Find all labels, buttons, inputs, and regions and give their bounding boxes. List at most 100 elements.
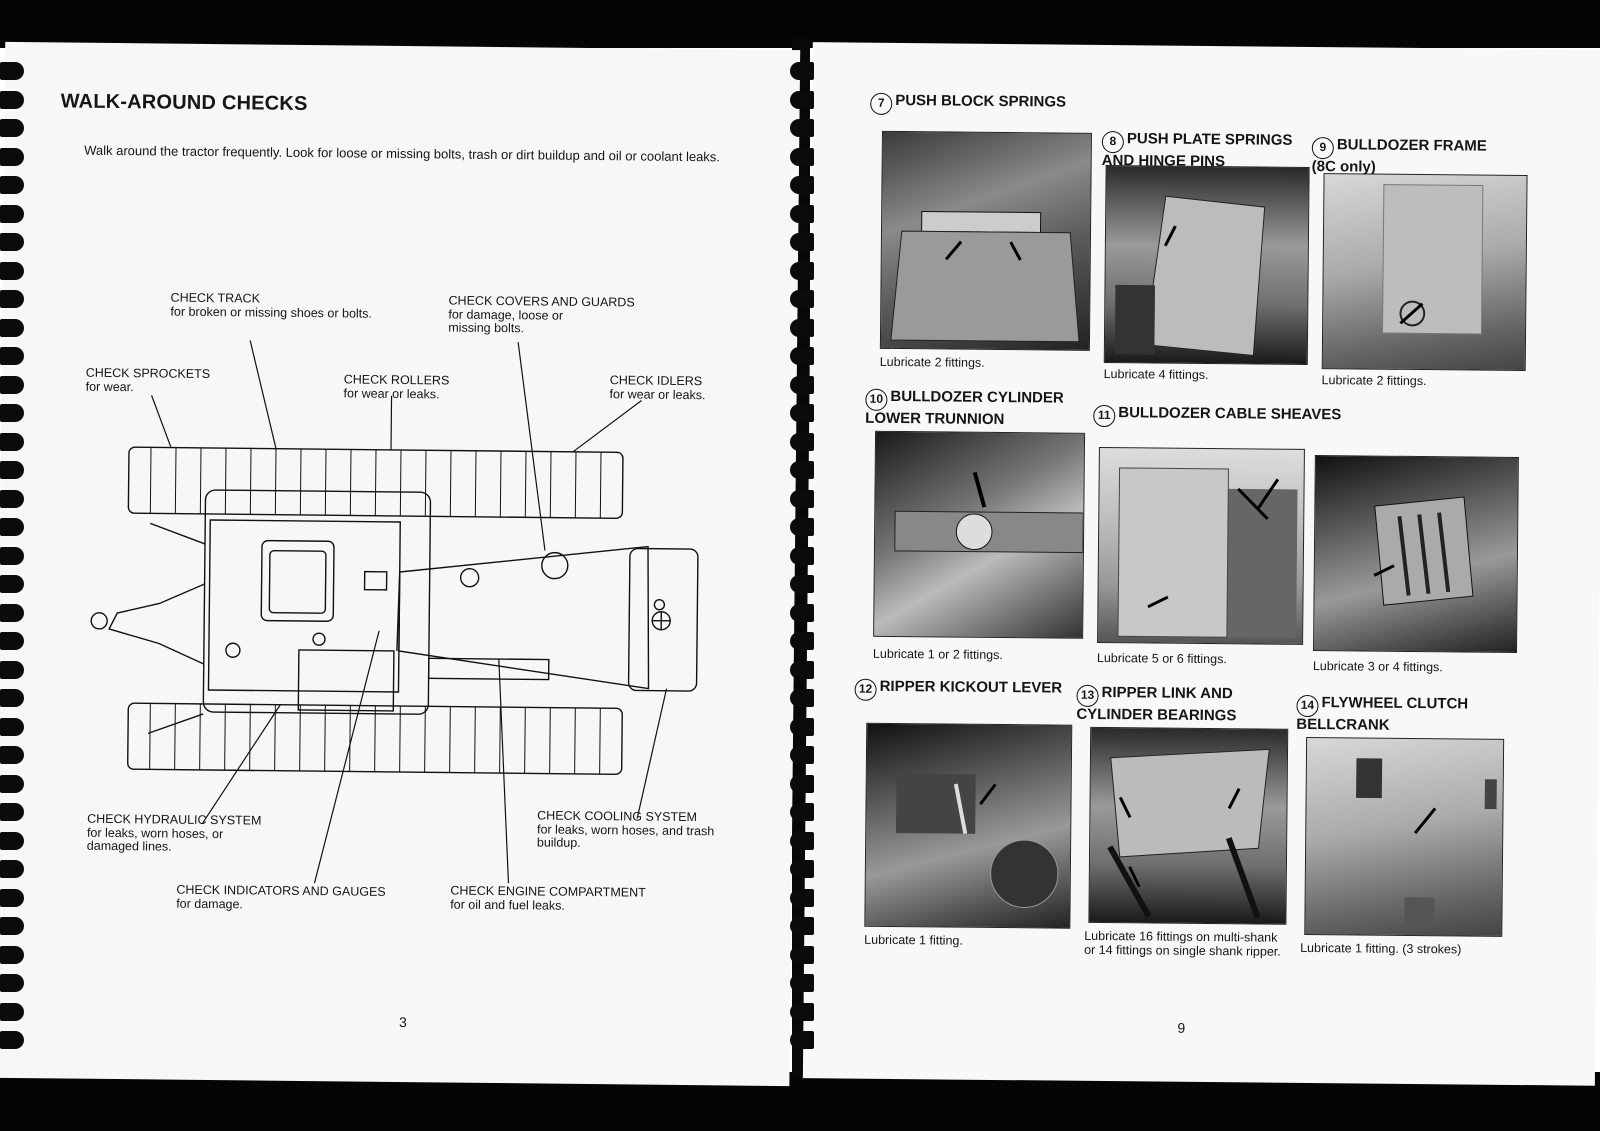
spiral-ring [0,461,24,479]
spiral-ring [0,375,24,394]
item-13-caption: Lubricate 16 fittings on multi-shank or … [1084,928,1281,959]
callout-check-idlers: CHECK IDLERS for wear or leaks. [609,373,706,402]
arrow-icon [1114,195,1266,357]
item-number-badge: 13 [1076,684,1099,707]
arrow-icon [894,471,1084,554]
callout-check-track: CHECK TRACK for broken or missing shoes … [170,291,375,321]
photo-bulldozer-frame [1321,173,1528,372]
spiral-ring [0,147,24,166]
spiral-ring [0,176,24,194]
callout-description: for wear or leaks. [343,385,440,401]
photo-ripper-link-bearings [1088,726,1289,925]
spiral-ring [0,603,24,622]
callout-check-hydraulic-system: CHECK HYDRAULIC SYSTEM for leaks, worn h… [87,812,262,855]
spiral-ring [790,290,814,308]
spiral-ring [0,860,24,878]
item-14-caption: Lubricate 1 fitting. (3 strokes) [1300,940,1462,957]
spiral-ring [790,945,814,964]
photo-push-block-springs [879,130,1092,351]
item-12-caption: Lubricate 1 fitting. [864,932,963,948]
spiral-ring [0,233,24,251]
spiral-ring [790,575,814,593]
spiral-ring [0,689,24,707]
page-number: 9 [1177,1019,1186,1036]
spiral-ring [790,404,814,422]
left-page: WALK-AROUND CHECKS Walk around the tract… [0,41,801,1087]
spiral-ring [0,1002,24,1021]
spiral-ring [790,375,814,394]
spiral-ring [790,489,814,508]
callout-check-engine-compartment: CHECK ENGINE COMPARTMENT for oil and fue… [450,884,646,914]
item-number-badge: 8 [1101,130,1124,154]
item-extra-caption: Lubricate 3 or 4 fittings. [1312,659,1443,675]
item-title: PUSH PLATE SPRINGS AND HINGE PINS [1101,130,1293,171]
spiral-ring [790,774,814,793]
callout-check-sprockets: CHECK SPROCKETS for wear. [85,366,211,395]
spiral-ring [790,90,814,109]
spiral-ring [0,974,24,992]
spiral-ring [0,917,24,935]
spiral-ring [790,432,814,451]
callout-description: for wear. [85,379,134,394]
spiral-ring [790,831,814,850]
spiral-ring [0,774,24,793]
spiral-ring [0,119,24,137]
spiral-ring [790,461,814,479]
spiral-ring [790,147,814,166]
spiral-ring [0,432,24,451]
spiral-ring [790,1031,814,1049]
callout-description: for wear or leaks. [609,386,706,402]
photo-cable-sheaves-detail [1312,455,1519,653]
spiral-ring [0,746,24,764]
spiral-binding-right [790,62,816,1072]
spiral-ring [0,632,24,650]
photo-flywheel-clutch-bellcrank [1304,736,1505,937]
spiral-ring [790,974,814,992]
photo-ripper-kickout-lever [864,722,1073,929]
photo-bulldozer-cable-sheaves [1097,446,1305,645]
spiral-ring [790,689,814,707]
arrow-icon [1107,748,1270,919]
spiral-ring [790,318,814,337]
item-number-badge: 12 [854,678,877,701]
item-7-caption: Lubricate 2 fittings. [879,354,985,370]
callout-description: for leaks, worn hoses, and trash buildup… [536,821,715,850]
spiral-ring [790,717,814,736]
arrow-icon [1117,467,1298,638]
spiral-ring [0,945,24,964]
callout-description: for damage, loose or missing bolts. [448,306,564,336]
spiral-ring [0,489,24,508]
spiral-ring [0,717,24,736]
item-title: RIPPER LINK AND CYLINDER BEARINGS [1076,683,1237,725]
spiral-binding-left [0,62,26,1072]
callout-check-indicators-and-gauges: CHECK INDICATORS AND GAUGES for damage. [176,883,386,913]
spiral-ring [0,831,24,850]
item-number-badge: 14 [1296,694,1319,718]
item-8-caption: Lubricate 4 fittings. [1103,366,1209,382]
spiral-ring [0,90,24,109]
spiral-ring [790,917,814,935]
spiral-ring [790,746,814,764]
callout-description: for broken or missing shoes or bolts. [170,304,372,321]
spiral-ring [790,803,814,821]
spiral-ring [0,1031,24,1049]
spiral-ring [0,518,24,536]
tractor-top-view-diagram [90,340,699,884]
spiral-ring [790,518,814,536]
spiral-ring [0,204,24,223]
spiral-ring [790,546,814,565]
callout-check-rollers: CHECK ROLLERS for wear or leaks. [343,372,450,401]
page-number: 3 [398,1014,407,1031]
item-11-caption: Lubricate 5 or 6 fittings. [1096,650,1227,667]
spiral-ring [790,888,814,907]
spiral-ring [790,1002,814,1021]
spiral-ring [0,261,24,280]
